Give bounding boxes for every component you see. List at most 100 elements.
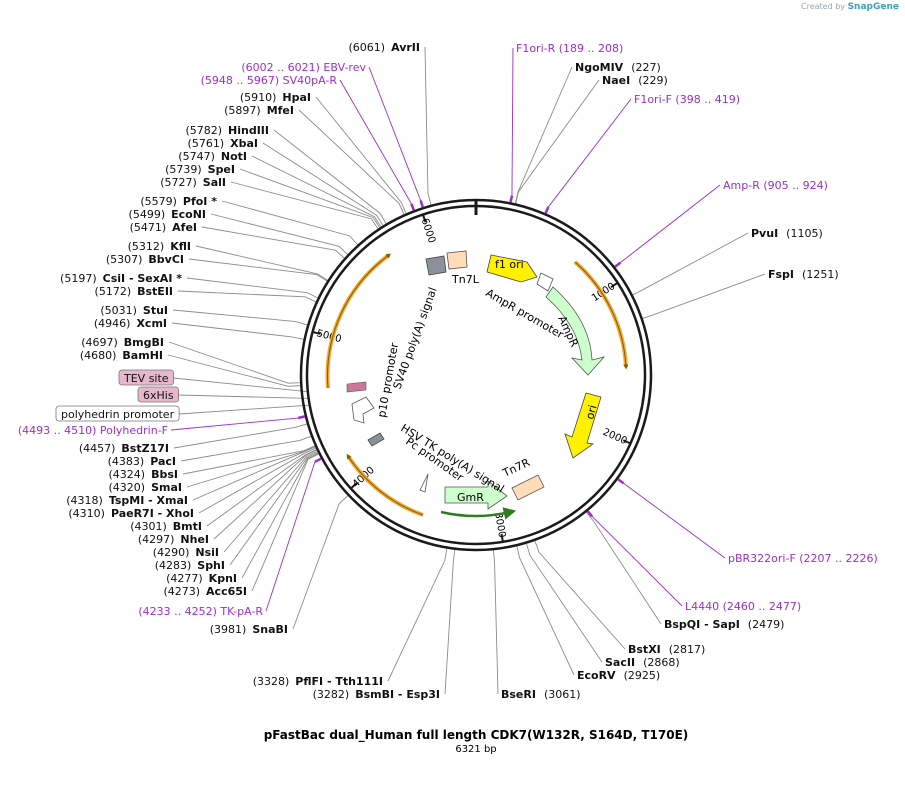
site-position: (5471) [130,221,167,234]
primer-leader-line [339,79,412,205]
tick-label: 2000 [601,427,629,447]
restriction-site[interactable]: KflI (5312) [128,240,191,253]
restriction-site[interactable]: BmgBI(4697) [81,336,164,349]
site-leader-line [177,290,317,303]
site-name: KpnI [209,572,237,585]
restriction-site[interactable]: BbvCI(5307) [106,253,184,266]
restriction-site[interactable]: PacI(4383) [108,455,176,468]
site-name: FspI [768,268,794,281]
restriction-site[interactable]: PfoI *(5579) [140,195,217,208]
primer-label[interactable]: F1ori-F (398 .. 419) [634,93,740,106]
primer-tick [419,200,424,208]
site-name: BbsI [151,468,178,481]
primer-label[interactable]: (4493 .. 4510) Polyhedrin-F [18,424,168,437]
primer-label[interactable]: pBR322ori-F (2207 .. 2226) [728,552,878,565]
site-name: XbaI [230,137,258,150]
primer-label[interactable]: (5948 .. 5967) SV40pA-R [201,74,338,87]
restriction-site[interactable]: SpeI(5739) [165,163,235,176]
restriction-site[interactable]: SmaI(4320) [109,481,182,494]
site-leader-line [262,142,384,226]
site-position: (1105) [786,227,823,240]
site-name: SmaI [151,481,182,494]
snapgene-branding: Created by SnapGene [801,2,899,12]
restriction-site[interactable]: SphI(4283) [155,559,225,572]
restriction-site[interactable]: NotI(5747) [178,150,247,163]
restriction-site[interactable]: BstEII(5172) [95,285,173,298]
restriction-site[interactable]: StuI(5031) [100,304,168,317]
site-position: (5312) [128,240,165,253]
restriction-site[interactable]: AfeI(5471) [130,221,197,234]
restriction-site[interactable]: CsiI - SexAI *(5197) [60,272,182,285]
site-name: PflFI - Tth111I [295,675,383,688]
site-leader-line [229,451,319,566]
restriction-site[interactable]: PvuI(1105) [751,227,823,240]
restriction-site[interactable]: BmtI(4301) [130,520,202,533]
restriction-site[interactable]: MfeI(5897) [224,104,294,117]
restriction-site[interactable]: AvrII (6061) [349,41,420,54]
restriction-site[interactable]: BseRI(3061) [501,688,581,701]
primer-leader-line [620,184,721,263]
restriction-site[interactable]: NsiI(4290) [153,546,219,559]
boxed-label[interactable]: 6xHis [137,386,179,403]
tn7l-feature [446,250,468,270]
restriction-site[interactable]: HpaI(5910) [240,91,311,104]
restriction-site[interactable]: TspMI - XmaI(4318) [66,494,188,507]
boxed-label[interactable]: polyhedrin promoter [55,405,180,422]
restriction-site[interactable]: HindIII(5782) [185,124,269,137]
restriction-site[interactable]: EcoNI(5499) [129,208,206,221]
site-position: (5197) [60,272,97,285]
site-leader-line [292,495,349,630]
primer-label[interactable]: F1ori-R (189 .. 208) [516,42,623,55]
site-position: (5172) [95,285,132,298]
primer-label[interactable]: L4440 (2460 .. 2477) [685,600,801,613]
boxed-label[interactable]: TEV site [118,369,174,386]
restriction-site[interactable]: BsmBI - Esp3I(3282) [313,688,440,701]
site-name: PfoI * [183,195,217,208]
site-leader-line [514,66,573,204]
ori-feature [564,392,602,459]
created-by-text: Created by [801,2,846,11]
restriction-site[interactable]: BstZ17I(4457) [79,442,169,455]
primer-leader-line [623,482,726,559]
restriction-site[interactable]: SnaBI(3981) [210,623,288,636]
restriction-site[interactable]: EcoRV(2925) [577,669,660,682]
restriction-site[interactable]: BstXI(2817) [628,643,705,656]
restriction-site[interactable]: BspQI - SapI(2479) [664,618,784,631]
site-leader-line [192,446,316,501]
boxed-label-box [137,386,179,403]
site-leader-line [182,445,316,475]
restriction-site[interactable]: BamHI(4680) [80,349,163,362]
restriction-site[interactable]: NheI(4297) [138,533,209,546]
primer-tick [314,457,322,463]
restriction-site[interactable]: NaeI(229) [602,74,668,87]
site-name: AvrII [391,41,420,54]
site-position: (6061) [349,41,386,54]
primer-label[interactable]: Amp-R (905 .. 924) [723,179,828,192]
site-name: XcmI [136,317,167,330]
restriction-site[interactable]: XcmI(4946) [94,317,167,330]
primer-tick [614,261,622,268]
restriction-site[interactable]: NgoMIV(227) [575,61,661,74]
restriction-site[interactable]: PflFI - Tth111I(3328) [253,675,383,688]
restriction-site[interactable]: FspI(1251) [768,268,839,281]
restriction-site[interactable]: KpnI(4277) [166,572,237,585]
primer-label[interactable]: (4233 .. 4252) TK-pA-R [138,605,263,618]
primer-leader-line [368,66,422,201]
restriction-site[interactable]: XbaI(5761) [188,137,258,150]
restriction-site[interactable]: BbsI(4324) [109,468,178,481]
restriction-site[interactable]: SalI(5727) [160,176,226,189]
restriction-site[interactable]: Acc65I(4273) [163,585,247,598]
site-leader-line [168,341,301,384]
site-name: KflI [170,240,191,253]
restriction-site[interactable]: SacII(2868) [605,656,680,669]
primer-label[interactable]: (6002 .. 6021) EBV-rev [241,61,366,74]
site-name: BstZ17I [121,442,169,455]
site-position: (2479) [748,618,785,631]
primer-tick [617,478,625,485]
boxed-leader-line [173,377,309,393]
restriction-site[interactable]: PaeR7I - XhoI(4310) [68,507,194,520]
site-leader-line [223,450,318,553]
ampr-promoter-feature [536,272,554,292]
site-leader-line [273,129,387,224]
site-leader-line [172,309,308,326]
